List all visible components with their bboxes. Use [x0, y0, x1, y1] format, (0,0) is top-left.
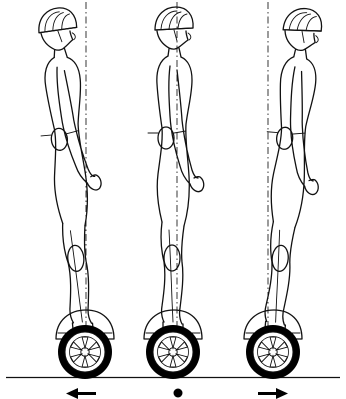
dot-icon	[174, 389, 183, 398]
rider-leaning-back	[30, 6, 114, 379]
rider-upright	[144, 7, 204, 379]
arrow-right-icon	[258, 388, 288, 399]
arrow-left-icon	[66, 388, 96, 399]
rider-leaning-forward	[244, 6, 334, 379]
